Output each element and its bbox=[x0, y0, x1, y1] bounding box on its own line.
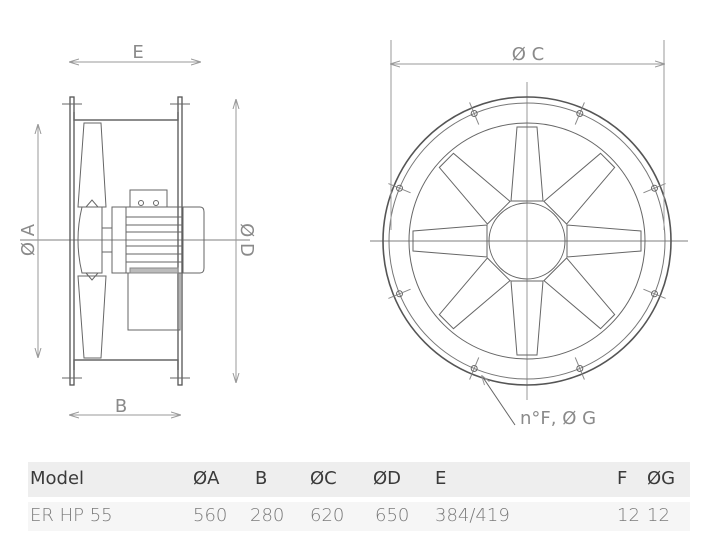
left-flange bbox=[69, 96, 75, 386]
bolt-hole-axis bbox=[574, 357, 585, 380]
right-flange bbox=[177, 96, 183, 386]
header-b: B bbox=[255, 468, 268, 489]
blade bbox=[566, 224, 642, 258]
table-header-row: Model ØA B ØC ØD E F ØG bbox=[28, 462, 690, 497]
bolt-hole-axis bbox=[469, 102, 480, 125]
bolt-hole bbox=[470, 364, 478, 372]
header-g: ØG bbox=[647, 468, 676, 489]
bolt-hole bbox=[396, 184, 404, 192]
blade bbox=[510, 126, 544, 202]
bolt-hole-axis bbox=[388, 288, 411, 299]
header-d: ØD bbox=[373, 468, 402, 489]
bolt-hole bbox=[576, 110, 584, 118]
blade bbox=[438, 152, 511, 225]
header-model: Model bbox=[30, 468, 85, 489]
terminal-box bbox=[129, 189, 168, 208]
hole-leader-line bbox=[482, 376, 516, 426]
cell-e: 384/419 bbox=[435, 505, 510, 526]
dimension-c-label: Ø C bbox=[512, 44, 544, 65]
cell-f: 12 bbox=[617, 505, 640, 526]
bolt-hole-axis bbox=[388, 183, 411, 194]
header-f: F bbox=[617, 468, 628, 489]
table-row: ER HP 55 560 280 620 650 384/419 12 12 bbox=[28, 502, 690, 531]
front-view bbox=[370, 82, 688, 400]
blade bbox=[438, 257, 511, 330]
bolt-hole bbox=[470, 110, 478, 118]
header-e: E bbox=[435, 468, 447, 489]
cell-g: 12 bbox=[647, 505, 670, 526]
cell-d: 650 bbox=[375, 505, 410, 526]
dimension-a-label: Ø A bbox=[18, 223, 39, 256]
dimension-b-label: B bbox=[115, 396, 127, 417]
cell-a: 560 bbox=[193, 505, 228, 526]
blade-bottom bbox=[77, 275, 107, 359]
dimension-d-label: Ø D bbox=[236, 223, 257, 257]
side-view-dimensions bbox=[38, 62, 236, 415]
outer-flange bbox=[382, 96, 672, 386]
blade bbox=[543, 257, 616, 330]
cell-b: 280 bbox=[250, 505, 285, 526]
blade bbox=[543, 152, 616, 225]
cell-c: 620 bbox=[310, 505, 345, 526]
blade bbox=[412, 224, 488, 258]
hub bbox=[488, 202, 566, 280]
header-a: ØA bbox=[193, 468, 220, 489]
bolt-hole bbox=[396, 290, 404, 298]
blades bbox=[412, 126, 642, 356]
side-view bbox=[20, 96, 250, 386]
bolt-hole bbox=[650, 290, 658, 298]
front-view-dimensions bbox=[391, 40, 664, 426]
bolt-hole-axis bbox=[469, 357, 480, 380]
blade bbox=[510, 280, 544, 356]
header-c: ØC bbox=[310, 468, 337, 489]
dimension-e-label: E bbox=[132, 42, 143, 63]
blade-top bbox=[77, 122, 107, 208]
technical-drawing: E Ø A Ø D B Ø C n°F, Ø G bbox=[18, 40, 688, 429]
bolt-hole bbox=[650, 184, 658, 192]
motor-support bbox=[127, 272, 181, 331]
duct-inner bbox=[408, 122, 646, 360]
bolt-hole-axis bbox=[643, 288, 666, 299]
cell-model: ER HP 55 bbox=[30, 505, 113, 526]
motor-end-cap bbox=[183, 206, 205, 274]
bolt-hole-axis bbox=[574, 102, 585, 125]
hole-spec-label: n°F, Ø G bbox=[520, 408, 596, 429]
bolt-hole-axis bbox=[643, 183, 666, 194]
bolt-holes bbox=[388, 102, 666, 380]
bolt-hole bbox=[576, 364, 584, 372]
